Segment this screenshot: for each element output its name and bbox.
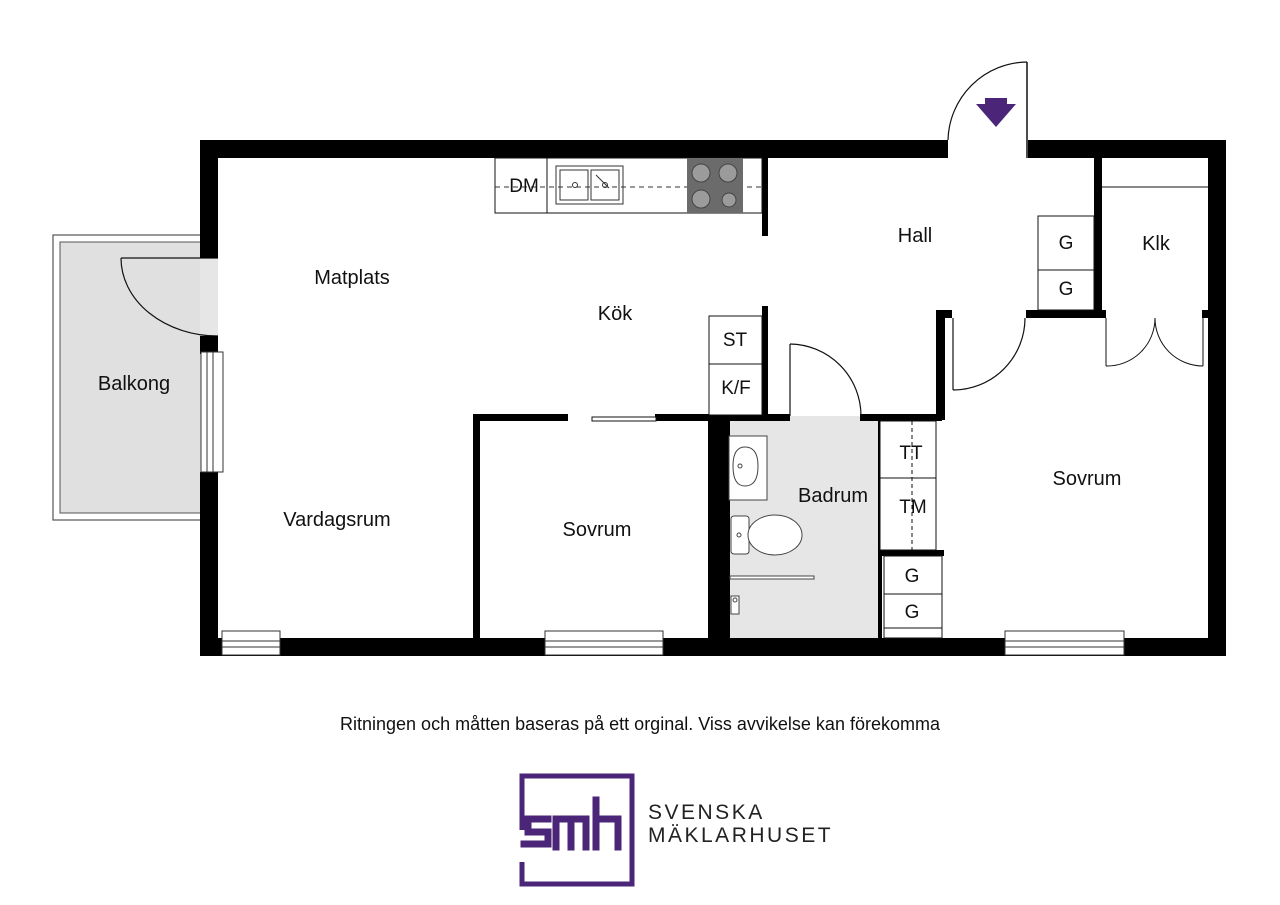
- fixture-label-tt: TT: [899, 443, 923, 464]
- sliding-door[interactable]: [591, 416, 657, 422]
- bathroom-door[interactable]: [789, 343, 862, 417]
- hall-closet: [1037, 215, 1095, 311]
- entrance-arrow-icon: [976, 104, 1016, 127]
- room-label-sovrum-1: Sovrum: [563, 519, 632, 541]
- outer-walls: [200, 140, 1226, 656]
- room-label-sovrum-2: Sovrum: [1053, 468, 1122, 490]
- room-label-klk: Klk: [1142, 233, 1171, 255]
- fixture-label-g-bed-2: G: [905, 602, 920, 623]
- brand-name-line1: SVENSKA: [648, 801, 765, 824]
- room-label-badrum: Badrum: [798, 485, 868, 507]
- room-label-vardagsrum: Vardagsrum: [283, 509, 390, 531]
- brand-name-line2: MÄKLARHUSET: [648, 824, 834, 847]
- entrance-door[interactable]: [947, 61, 1028, 158]
- balcony: [52, 234, 204, 521]
- smh-logo-icon: [519, 773, 635, 887]
- room-label-hall: Hall: [898, 225, 932, 247]
- balcony-door[interactable]: [120, 257, 219, 337]
- laundry-units: [879, 420, 937, 551]
- toilet-icon: [730, 514, 803, 556]
- interior-walls: [473, 158, 1212, 638]
- fixture-label-g-bed-1: G: [905, 566, 920, 587]
- fixture-label-tm: TM: [899, 497, 926, 518]
- bedroom-door-right[interactable]: [952, 317, 1026, 391]
- room-label-balkong: Balkong: [98, 373, 170, 395]
- fixture-label-g-hall-1: G: [1059, 233, 1074, 254]
- fixture-label-g-hall-2: G: [1059, 279, 1074, 300]
- washbasin-icon: [728, 435, 768, 501]
- fixture-label-kf: K/F: [721, 378, 751, 399]
- shower-icon: [729, 575, 815, 615]
- walk-in-closet: [1102, 186, 1208, 367]
- windows: [221, 630, 1125, 656]
- balcony-glass-door: [200, 351, 224, 473]
- entrance-arrow-stem: [985, 98, 1007, 105]
- stove-icon: [687, 158, 743, 213]
- kitchen-units: [708, 315, 763, 416]
- room-label-matplats: Matplats: [314, 267, 390, 289]
- fixture-label-st: ST: [723, 330, 748, 351]
- disclaimer-text: Ritningen och måtten baseras på ett orgi…: [340, 714, 940, 734]
- fixture-label-dm: DM: [509, 176, 539, 197]
- sink-icon: [555, 165, 624, 205]
- room-label-kok: Kök: [598, 303, 633, 325]
- bedroom-closet: [883, 555, 943, 639]
- floor-plan: Balkong Matplats Kök Hall Klk Vardagsrum…: [52, 61, 1226, 656]
